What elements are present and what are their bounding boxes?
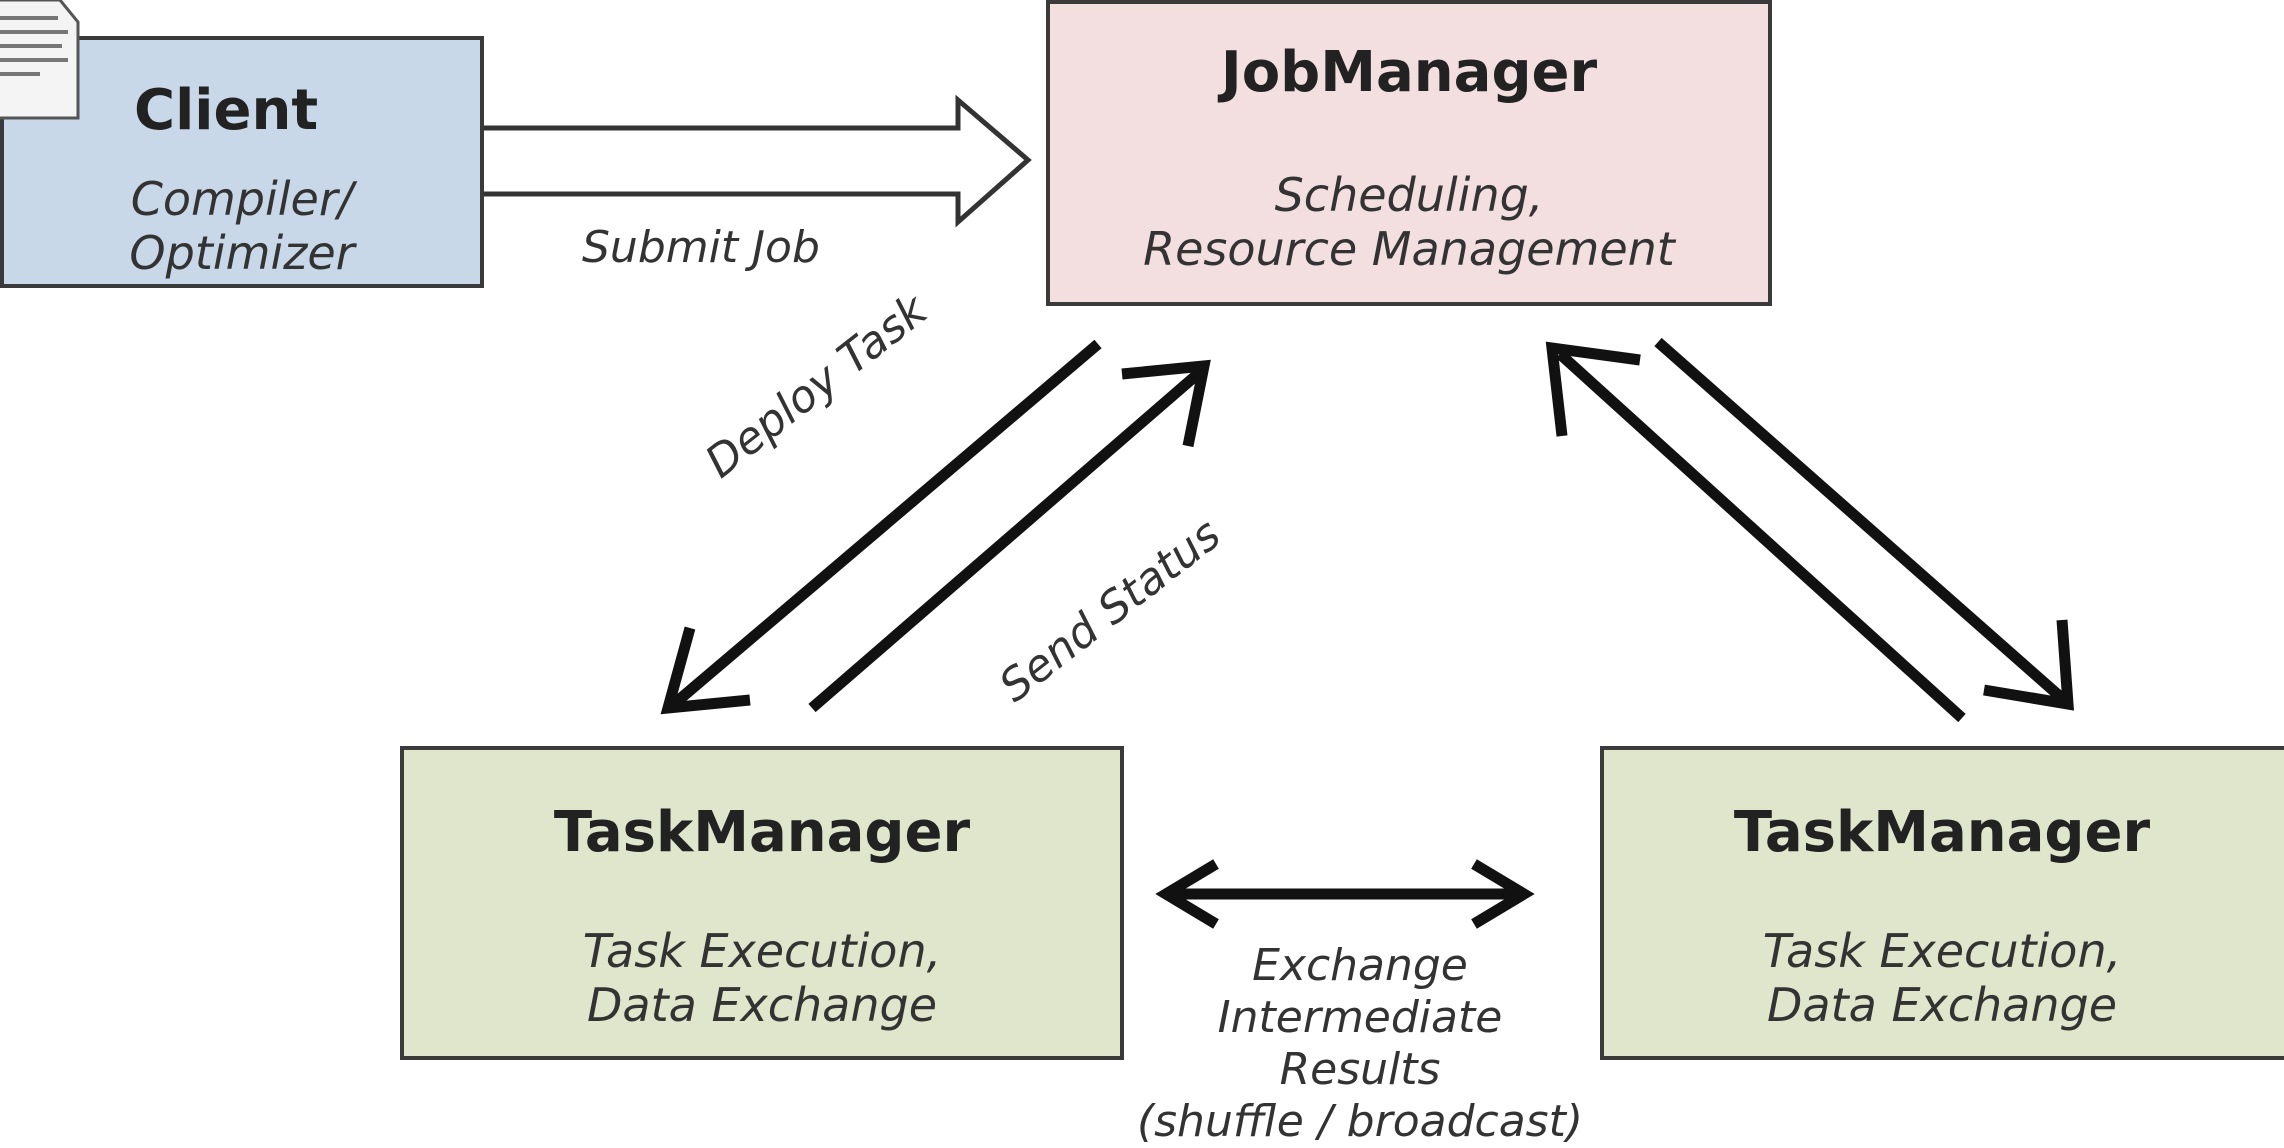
client-box: Client Compiler/ Optimizer	[0, 36, 484, 288]
jobmanager-subtitle: Scheduling, Resource Management	[1050, 168, 1768, 276]
taskmanager-right-box: TaskManager Task Execution, Data Exchang…	[1600, 746, 2284, 1060]
submit-job-arrow	[484, 94, 1032, 228]
taskmanager-left-box: TaskManager Task Execution, Data Exchang…	[400, 746, 1124, 1060]
taskmanager-right-subtitle: Task Execution, Data Exchange	[1604, 924, 2280, 1032]
taskmanager-right-title: TaskManager	[1733, 800, 2151, 865]
taskmanager-left-subtitle-line1: Task Execution,	[582, 924, 942, 978]
deploy-right-arrowhead	[1983, 619, 2074, 711]
exchange-label-line4: (shuffle / broadcast)	[1136, 1096, 1584, 1147]
taskmanager-right-subtitle-line1: Task Execution,	[1762, 924, 2122, 978]
submit-job-label: Submit Job	[582, 222, 820, 273]
exchange-arrowhead-right	[1471, 859, 1535, 929]
client-subtitle-line1: Compiler/	[130, 172, 354, 226]
jobmanager-box: JobManager Scheduling, Resource Manageme…	[1046, 0, 1772, 306]
exchange-label-line2: Intermediate	[1217, 992, 1503, 1043]
exchange-arrowhead-left	[1155, 859, 1219, 929]
deploy-task-arrow	[670, 339, 1102, 709]
taskmanager-left-title: TaskManager	[553, 800, 971, 865]
client-subtitle: Compiler/ Optimizer	[4, 172, 480, 280]
document-icon	[0, 0, 80, 120]
exchange-label-line1: Exchange	[1252, 940, 1468, 991]
taskmanager-left-subtitle-line2: Data Exchange	[586, 978, 938, 1032]
jobmanager-subtitle-line1: Scheduling,	[1274, 168, 1544, 222]
client-title: Client	[134, 78, 319, 143]
client-subtitle-line2: Optimizer	[129, 226, 355, 280]
exchange-results-label: Exchange Intermediate Results (shuffle /…	[1100, 940, 1620, 1148]
deploy-task-arrowhead	[660, 626, 751, 715]
deploy-right-arrow	[1654, 337, 2068, 705]
send-status-arrowhead	[1121, 359, 1211, 448]
taskmanager-right-subtitle-line2: Data Exchange	[1766, 978, 2118, 1032]
jobmanager-subtitle-line2: Resource Management	[1143, 222, 1675, 276]
send-status-arrow	[808, 367, 1204, 713]
jobmanager-title: JobManager	[1220, 40, 1598, 105]
status-right-arrow	[1556, 349, 1966, 723]
taskmanager-left-subtitle: Task Execution, Data Exchange	[404, 924, 1120, 1032]
exchange-label-line3: Results	[1279, 1044, 1441, 1095]
status-right-arrowhead	[1545, 341, 1641, 437]
